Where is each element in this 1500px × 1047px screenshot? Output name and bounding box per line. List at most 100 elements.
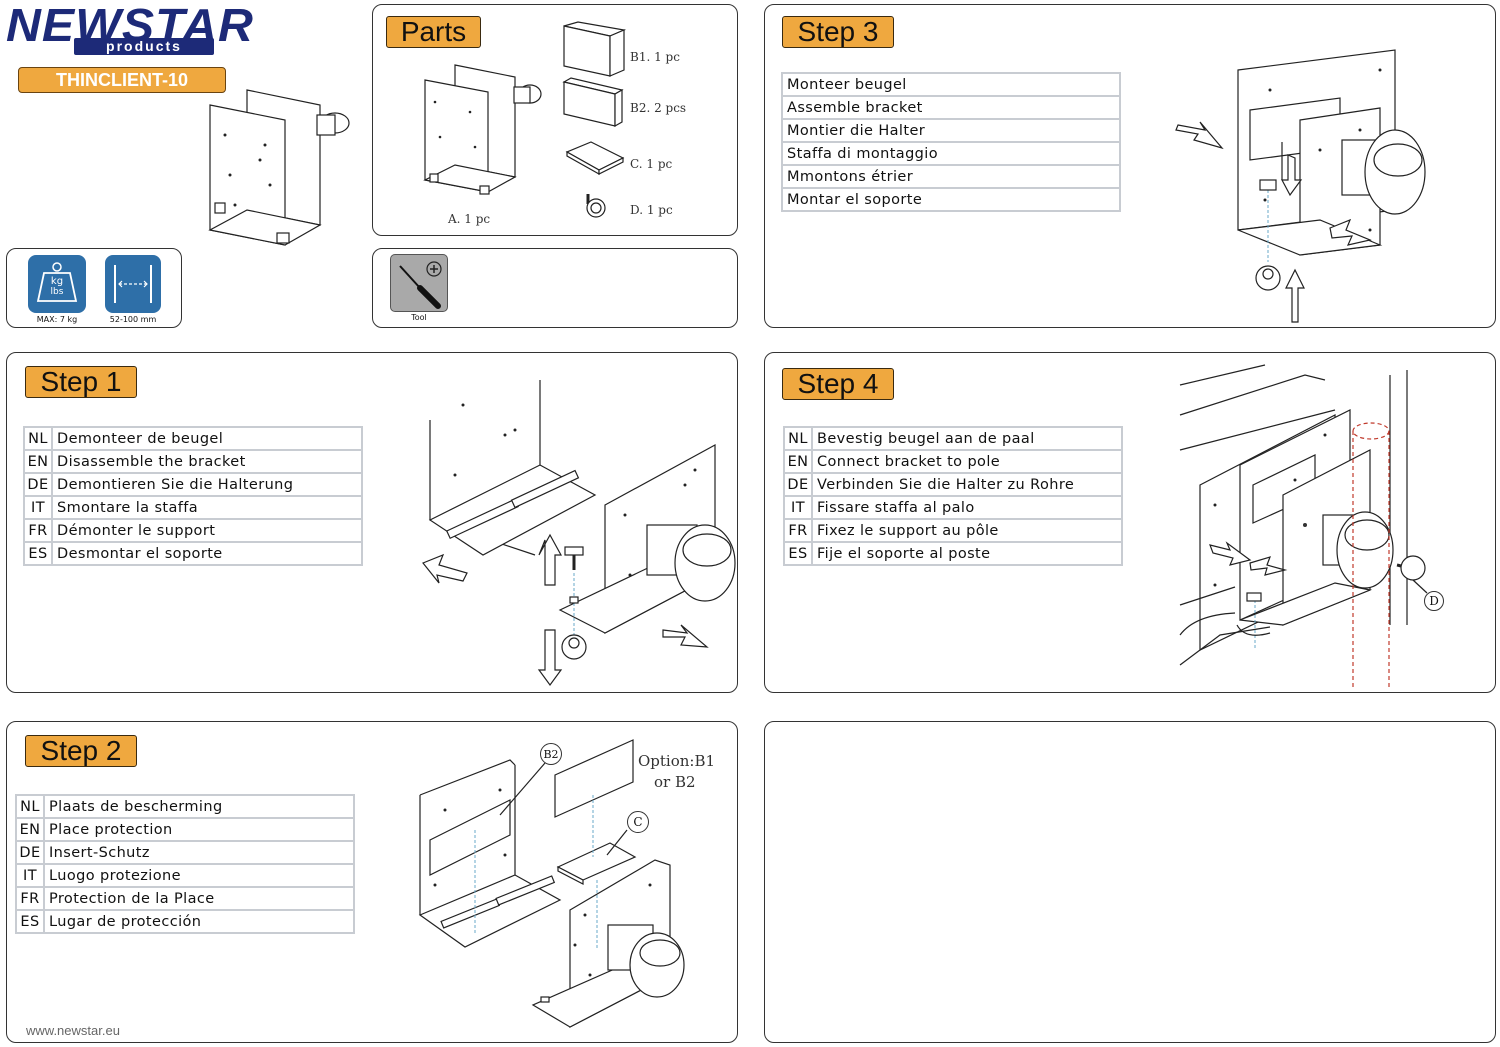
step2-title: Step 2 [25,735,137,767]
table-row: Staffa di montaggio [781,141,1121,166]
bracket-illustration [208,89,350,246]
lang-code: FR [783,518,813,543]
step4-text: Fije el soporte al poste [811,541,1123,566]
step3-illustration [1175,49,1426,323]
option-note-line1: Option:B1 [638,752,716,770]
table-row: Mmontons étrier [781,164,1121,189]
step2-text: Insert-Schutz [43,840,355,865]
lang-code: FR [23,518,53,543]
callout-d: D [1424,591,1444,611]
callout-c-label: C [633,815,643,829]
weight-icon: kg lbs [28,255,86,313]
step3-text: Montier die Halter [781,118,1121,143]
part-b1-illustration [563,21,627,77]
lang-code: FR [15,886,45,911]
callout-d-label: D [1429,594,1439,608]
part-a-label: A. 1 pc [448,212,491,226]
part-c-label: C. 1 pc [630,157,673,171]
website-link[interactable]: www.newstar.eu [26,1023,120,1038]
table-row: Assemble bracket [781,95,1121,120]
step2-text: Protection de la Place [43,886,355,911]
step1-illustration [422,380,736,687]
lang-code: ES [15,909,45,934]
width-icon [105,255,161,313]
option-note-line2: or B2 [654,773,696,791]
step4-text: Verbinden Sie die Halter zu Rohre [811,472,1123,497]
lang-code: ES [783,541,813,566]
lang-code: EN [783,449,813,474]
step1-text: Demontieren Sie die Halterung [51,472,363,497]
lang-code: DE [15,840,45,865]
lang-code: NL [783,426,813,451]
weight-icon-lbs: lbs [50,287,64,297]
step3-title: Step 3 [782,16,894,48]
empty-panel [764,721,1496,1043]
step1-text: Démonter le support [51,518,363,543]
step4-title: Step 4 [782,368,894,400]
callout-c: C [627,811,649,833]
lang-code: ES [23,541,53,566]
tool-label: Tool [411,313,427,322]
lang-code: NL [15,794,45,819]
part-c-illustration [565,141,625,176]
part-b2-illustration [562,77,624,128]
width-label: 52-100 mm [109,315,157,324]
step3-text: Staffa di montaggio [781,141,1121,166]
step4-text: Fixez le support au pôle [811,518,1123,543]
step2-text: Luogo protezione [43,863,355,888]
part-a-illustration [423,64,542,195]
logo-sub: products [74,38,214,55]
step4-text: Connect bracket to pole [811,449,1123,474]
step2-text: Plaats de bescherming [43,794,355,819]
step3-text: Assemble bracket [781,95,1121,120]
lang-code: EN [15,817,45,842]
step3-text: Mmontons étrier [781,164,1121,189]
table-row: Montar el soporte [781,187,1121,212]
table-row: Montier die Halter [781,118,1121,143]
lang-code: IT [15,863,45,888]
step2-text: Lugar de protección [43,909,355,934]
lang-code: DE [783,472,813,497]
weight-icon-kg: kg [50,276,64,287]
step2-illustration [418,739,685,1028]
table-row: Monteer beugel [781,72,1121,97]
brand-logo: NEWSTAR products [6,0,253,58]
step4-illustration [1179,364,1428,687]
step1-text: Disassemble the bracket [51,449,363,474]
part-d-illustration [586,194,606,218]
step1-text: Desmontar el soporte [51,541,363,566]
part-b2-label: B2. 2 pcs [630,101,687,115]
lang-code: IT [783,495,813,520]
screwdriver-icon [390,254,448,312]
step1-text: Smontare la staffa [51,495,363,520]
parts-title: Parts [386,16,481,48]
part-d-label: D. 1 pc [630,203,673,217]
lang-code: NL [23,426,53,451]
callout-b2: B2 [540,743,562,765]
part-b1-label: B1. 1 pc [630,50,680,64]
lang-code: DE [23,472,53,497]
step4-text: Fissare staffa al palo [811,495,1123,520]
step1-text: Demonteer de beugel [51,426,363,451]
step3-text: Monteer beugel [781,72,1121,97]
callout-b2-label: B2 [543,747,559,761]
